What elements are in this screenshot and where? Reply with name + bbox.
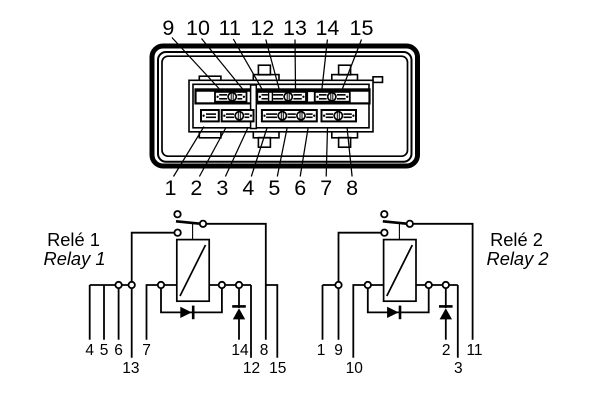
svg-text:8: 8	[260, 342, 269, 359]
svg-text:Relé 2: Relé 2	[490, 229, 543, 250]
svg-text:Relay 1: Relay 1	[44, 248, 106, 269]
svg-text:1: 1	[165, 176, 177, 200]
svg-text:2: 2	[190, 176, 202, 200]
svg-text:10: 10	[346, 360, 364, 377]
svg-text:Relay 2: Relay 2	[487, 248, 549, 269]
svg-text:12: 12	[250, 16, 274, 40]
svg-text:10: 10	[186, 16, 210, 40]
svg-text:1: 1	[317, 342, 326, 359]
svg-text:7: 7	[142, 342, 151, 359]
svg-text:9: 9	[162, 16, 174, 40]
svg-text:13: 13	[122, 360, 139, 377]
svg-text:2: 2	[442, 342, 451, 359]
svg-text:5: 5	[100, 342, 109, 359]
svg-text:15: 15	[350, 16, 374, 40]
svg-text:5: 5	[268, 176, 280, 200]
svg-text:Relé 1: Relé 1	[47, 229, 100, 250]
svg-text:6: 6	[114, 342, 123, 359]
svg-text:11: 11	[466, 342, 482, 359]
svg-text:15: 15	[269, 360, 286, 377]
svg-text:6: 6	[294, 176, 306, 200]
svg-text:3: 3	[216, 176, 228, 200]
svg-text:11: 11	[219, 16, 241, 40]
svg-text:9: 9	[334, 342, 343, 359]
svg-text:7: 7	[320, 176, 332, 200]
svg-text:12: 12	[243, 360, 260, 377]
svg-text:8: 8	[346, 176, 358, 200]
svg-text:3: 3	[454, 360, 463, 377]
svg-text:13: 13	[283, 16, 307, 40]
svg-text:14: 14	[315, 16, 339, 40]
svg-text:4: 4	[242, 176, 254, 200]
svg-text:14: 14	[231, 342, 249, 359]
svg-text:4: 4	[85, 342, 94, 359]
